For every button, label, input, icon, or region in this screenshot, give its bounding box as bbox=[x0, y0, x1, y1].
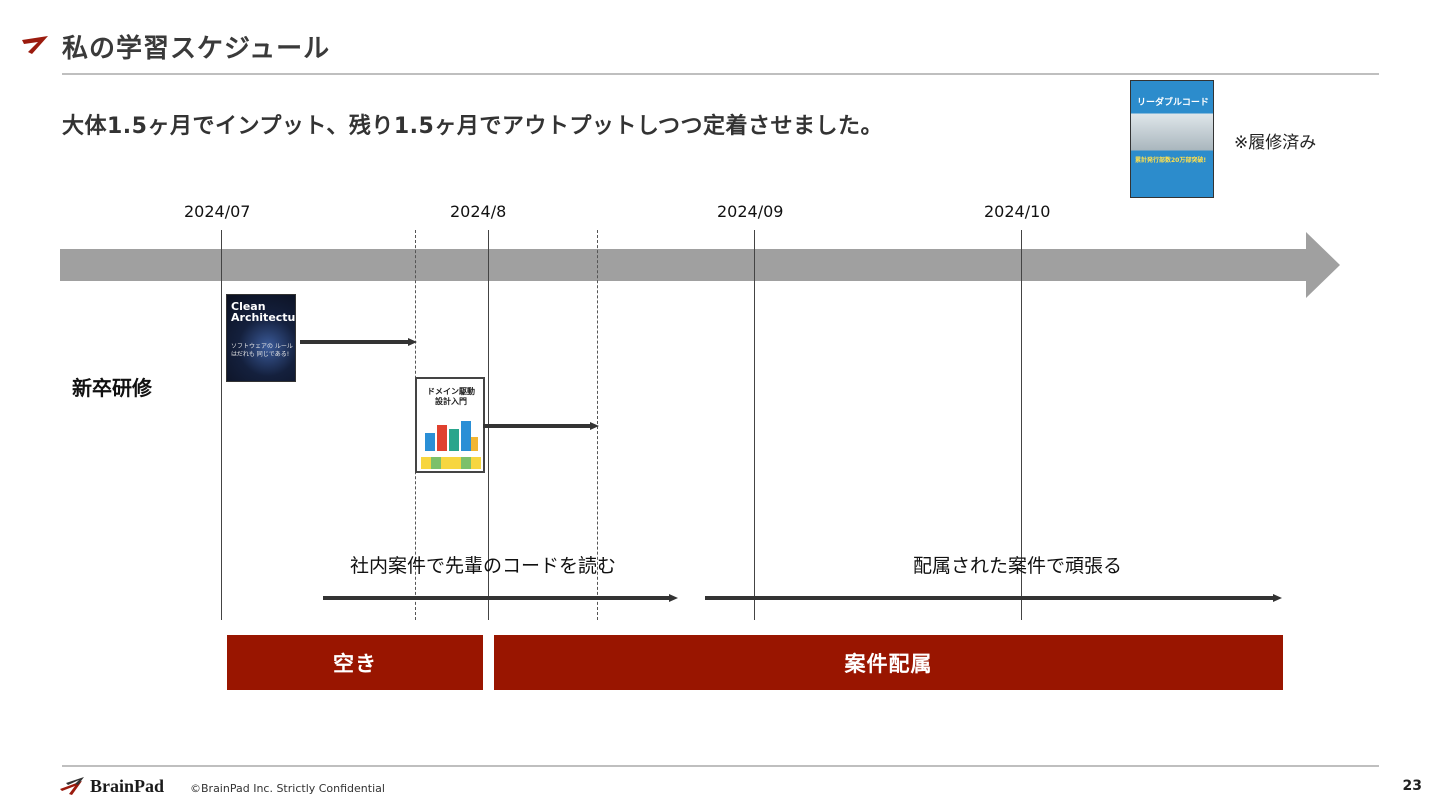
brand-mark-icon bbox=[22, 36, 48, 54]
assigned-work-caption: 配属された案件で頑張る bbox=[913, 555, 1123, 577]
page-title: 私の学習スケジュール bbox=[62, 34, 331, 64]
assigned-work-arrow bbox=[705, 594, 1282, 602]
read-code-caption: 社内案件で先輩のコードを読む bbox=[350, 555, 617, 577]
timeline-arrow bbox=[60, 232, 1340, 298]
phase-bar-idle: 空き bbox=[227, 635, 483, 690]
date-label-2024-10: 2024/10 bbox=[984, 202, 1051, 221]
ddd-period-arrow bbox=[483, 422, 599, 430]
brainpad-logo: BrainPad bbox=[60, 776, 164, 796]
footer-copyright: ©BrainPad Inc. Strictly Confidential bbox=[190, 782, 385, 795]
clean-architecture-book-cover: Clean Architecture ソフトウェアの ルールはだれも 同じである… bbox=[226, 294, 296, 382]
training-label: 新卒研修 bbox=[72, 376, 152, 400]
ddd-book-cover: ドメイン駆動 設計入門 bbox=[415, 377, 485, 473]
clean-architecture-period-arrow bbox=[300, 338, 417, 346]
ddd-book-footer-band bbox=[421, 457, 481, 469]
date-label-2024-07: 2024/07 bbox=[184, 202, 251, 221]
dashed-line-right bbox=[597, 230, 598, 620]
readable-code-book-cover: リーダブルコード 累計発行部数20万部突破! bbox=[1130, 80, 1214, 198]
date-label-2024-09: 2024/09 bbox=[717, 202, 784, 221]
month-line-10 bbox=[1021, 230, 1022, 620]
summary-text: 大体1.5ヶ月でインプット、残り1.5ヶ月でアウトプットしつつ定着させました。 bbox=[62, 114, 884, 139]
phase-bar-assigned: 案件配属 bbox=[494, 635, 1283, 690]
month-line-07 bbox=[221, 230, 222, 620]
date-label-2024-08: 2024/8 bbox=[450, 202, 507, 221]
ddd-book-title: ドメイン駆動 設計入門 bbox=[427, 387, 475, 406]
clean-architecture-subtitle: ソフトウェアの ルールはだれも 同じである! bbox=[231, 343, 293, 358]
completed-note: ※履修済み bbox=[1234, 133, 1317, 153]
title-divider bbox=[62, 73, 1379, 75]
ddd-book-illustration bbox=[425, 421, 478, 451]
clean-architecture-title-line2: Architecture bbox=[231, 311, 296, 324]
readable-code-book-sticker: 累計発行部数20万部突破! bbox=[1135, 157, 1207, 164]
brainpad-logo-text: BrainPad bbox=[90, 776, 164, 796]
month-line-09 bbox=[754, 230, 755, 620]
read-code-arrow bbox=[323, 594, 678, 602]
readable-code-book-title: リーダブルコード bbox=[1137, 98, 1209, 108]
clean-architecture-title-line1: Clean bbox=[231, 300, 266, 313]
footer-divider bbox=[62, 765, 1379, 767]
page-number: 23 bbox=[1402, 778, 1422, 794]
